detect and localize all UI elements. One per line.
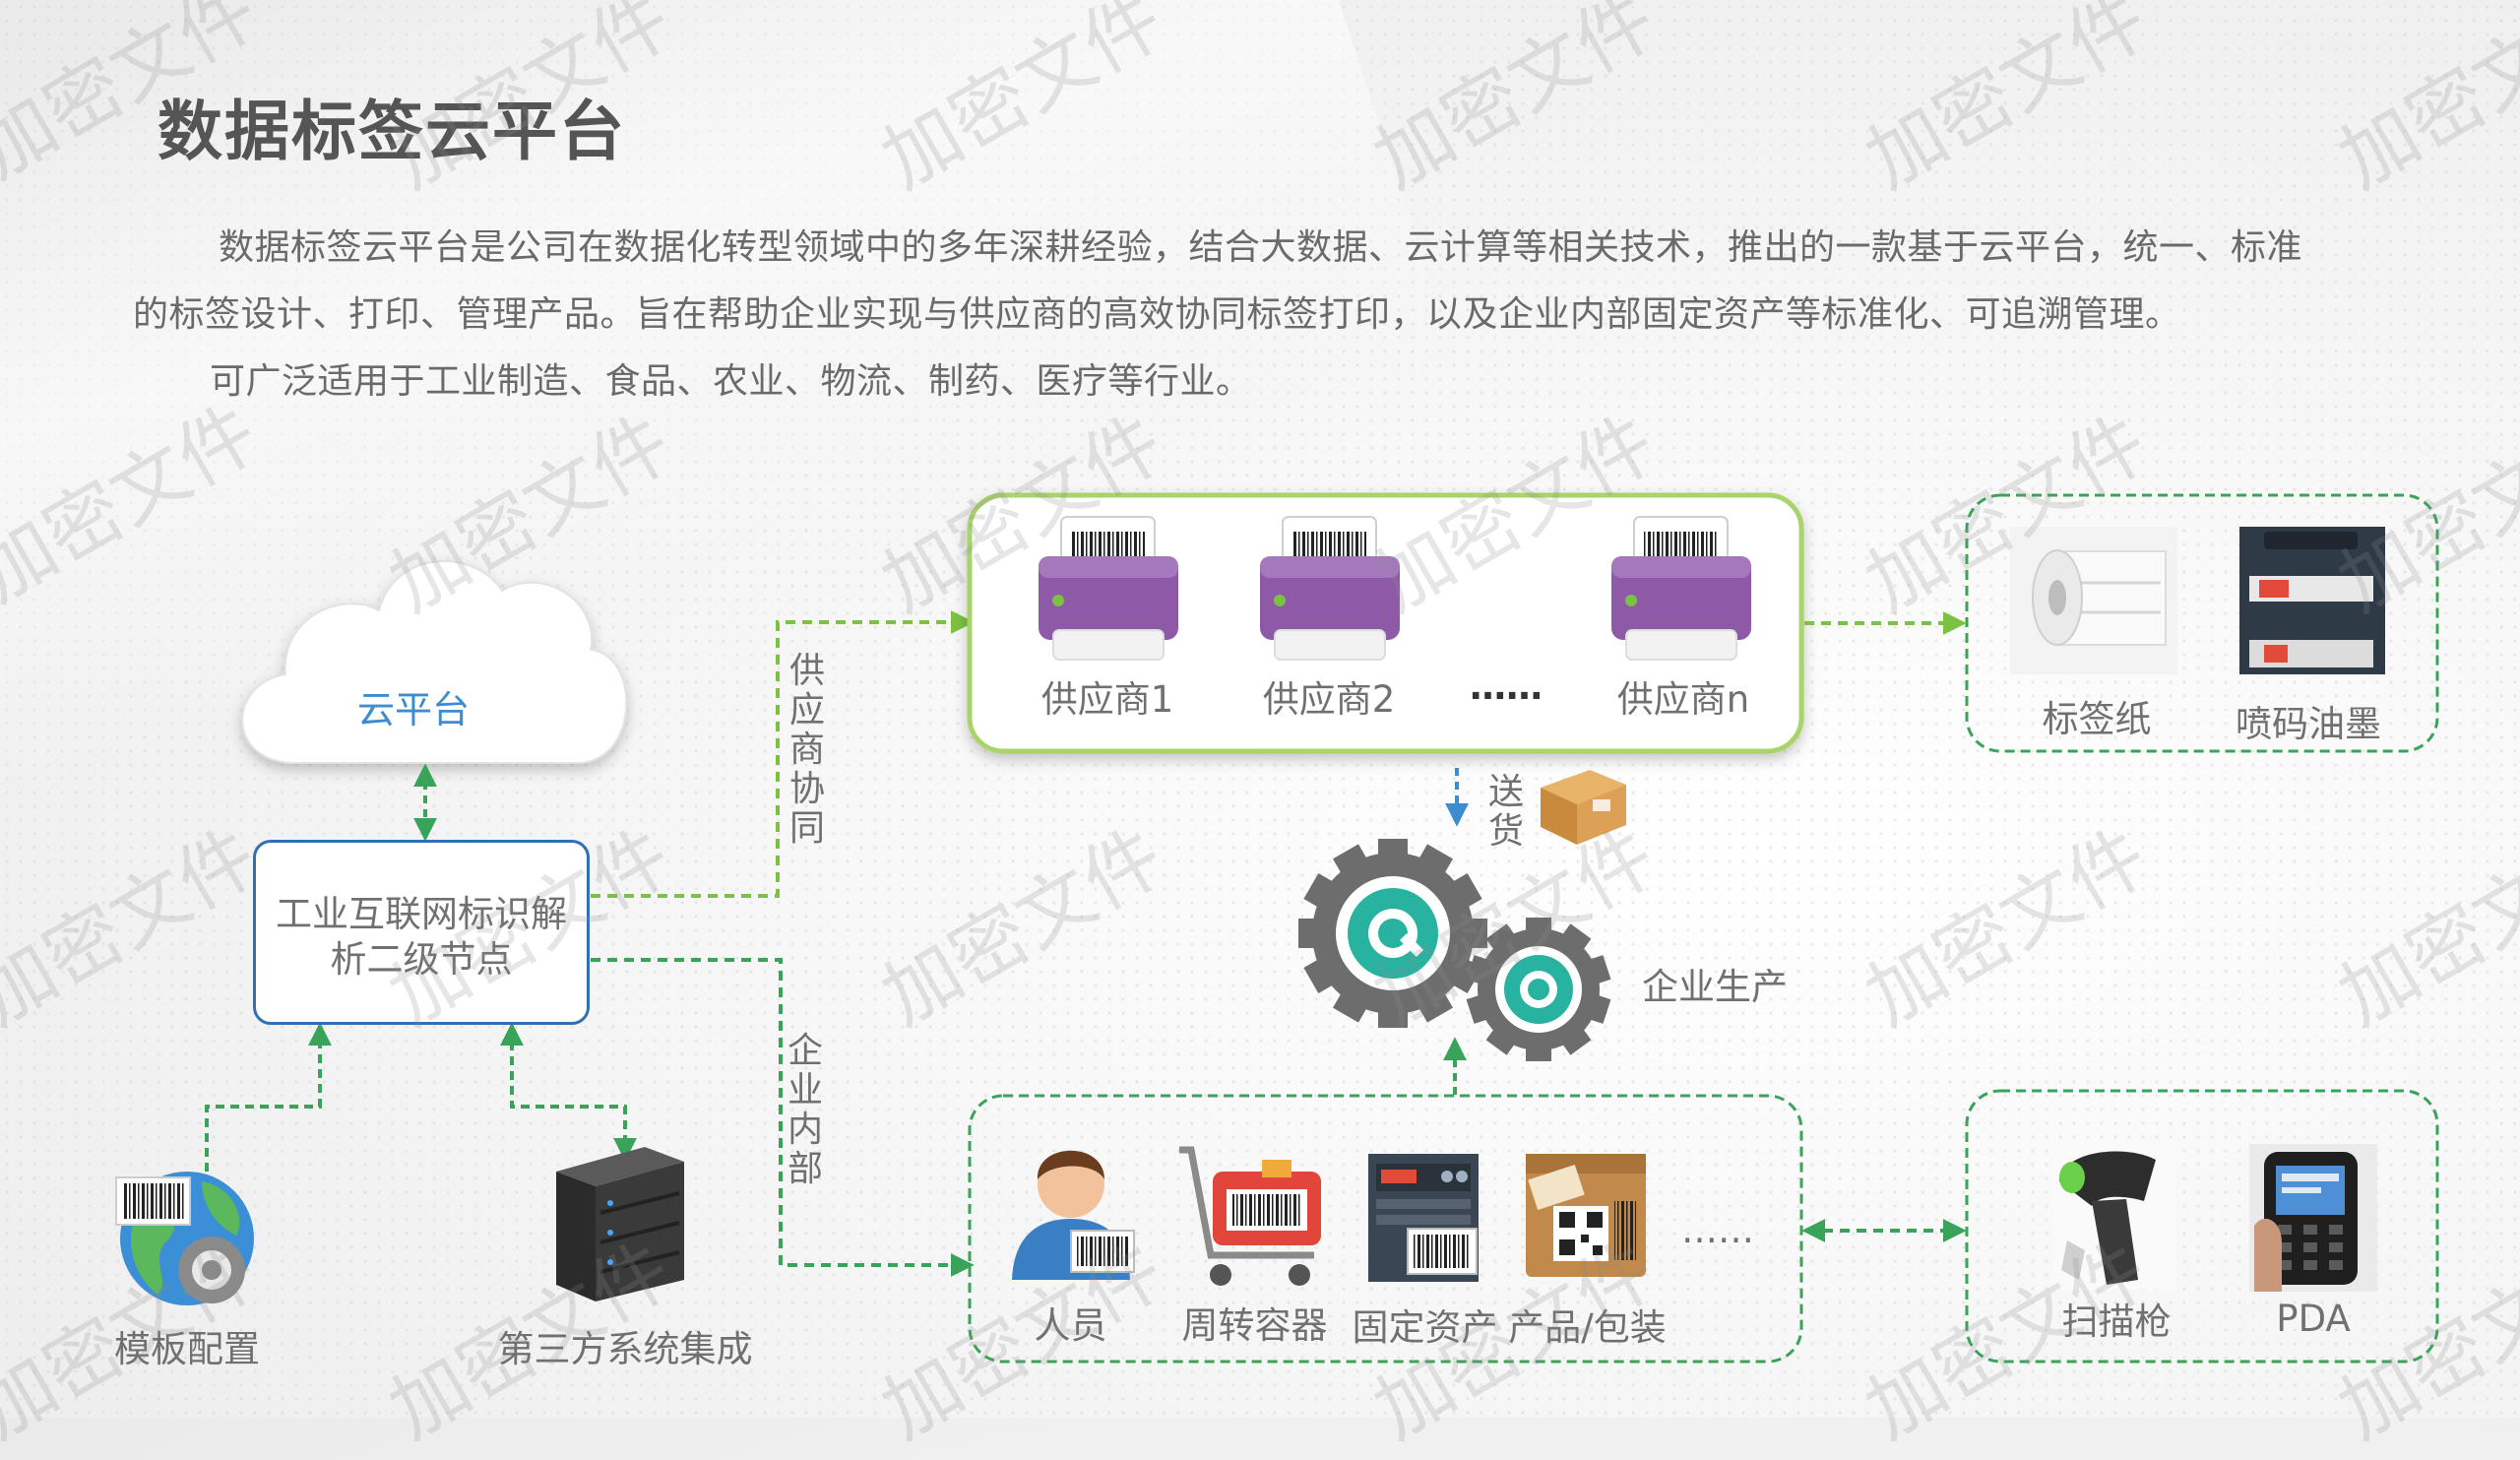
pda-label: PDA <box>2276 1298 2351 1340</box>
supplier-n-label: 供应商n <box>1616 678 1750 721</box>
devices-box <box>1965 1089 2439 1364</box>
person-label: 人员 <box>1034 1304 1107 1347</box>
node-label-line-1: 工业互联网标识解 <box>276 893 567 935</box>
person-icon <box>1012 1150 1135 1280</box>
third-party-connector <box>500 1022 637 1162</box>
third-party-label: 第三方系统集成 <box>497 1328 753 1370</box>
scanner-label: 扫描枪 <box>2061 1301 2172 1343</box>
supplier-ellipsis: …… <box>1470 666 1543 708</box>
ink-bottle-icon <box>2239 527 2385 674</box>
barcode-scanner-icon <box>2052 1144 2175 1290</box>
container-label: 周转容器 <box>1181 1304 1328 1347</box>
internal-box <box>968 1094 1803 1364</box>
package-qr-icon <box>1526 1154 1646 1277</box>
supplier-1-label: 供应商1 <box>1040 678 1174 721</box>
internal-ellipsis: …… <box>1681 1209 1754 1251</box>
asset-label: 固定资产 <box>1352 1306 1498 1349</box>
label-paper-label: 标签纸 <box>2042 698 2152 740</box>
printer-icon-1 <box>1039 516 1178 661</box>
production-label: 企业生产 <box>1642 966 1788 1008</box>
equipment-icon <box>1368 1154 1479 1282</box>
ink-label: 喷码油墨 <box>2236 703 2381 745</box>
diagram-canvas <box>115 492 2439 1364</box>
cloud-platform-label: 云平台 <box>356 688 470 731</box>
delivery-label: 送货 <box>1487 772 1524 852</box>
product-label: 产品/包装 <box>1508 1306 1667 1349</box>
description-line-2: 的标签设计、打印、管理产品。旨在帮助企业实现与供应商的高效协同标签打印，以及企业… <box>133 294 2181 335</box>
identity-resolution-node: 工业互联网标识解析二级节点 <box>253 840 590 1025</box>
cart-container-icon <box>1179 1146 1321 1286</box>
page-title: 数据标签云平台 <box>158 94 626 169</box>
printer-icon-2 <box>1260 516 1400 661</box>
gear-icon-large <box>1298 839 1487 1028</box>
internal-label: 企业内部 <box>787 1031 823 1189</box>
description-line-1: 数据标签云平台是公司在数据化转型领域中的多年深耕经验，结合大数据、云计算等相关技… <box>219 227 2303 268</box>
gear-icon-small <box>1466 918 1611 1061</box>
supplier-collab-connector <box>591 610 975 898</box>
pda-device-icon <box>2249 1144 2377 1292</box>
label-roll-icon <box>2010 527 2177 674</box>
internal-connector <box>591 958 975 1277</box>
consumables-box <box>1965 493 2439 753</box>
package-icon <box>1541 770 1626 845</box>
template-config-label: 模板配置 <box>114 1328 260 1370</box>
supplier-2-label: 供应商2 <box>1262 678 1396 721</box>
description-line-3: 可广泛适用于工业制造、食品、农业、物流、制药、医疗等行业。 <box>210 361 1252 402</box>
node-label-line-2: 析二级节点 <box>330 938 513 981</box>
supplier-collab-label: 供应商协同 <box>788 651 825 849</box>
template-connector <box>205 1022 332 1172</box>
globe-gear-icon <box>115 1172 254 1305</box>
server-icon <box>556 1147 684 1301</box>
printer-icon-n <box>1611 516 1751 661</box>
cloud-icon <box>241 560 628 764</box>
